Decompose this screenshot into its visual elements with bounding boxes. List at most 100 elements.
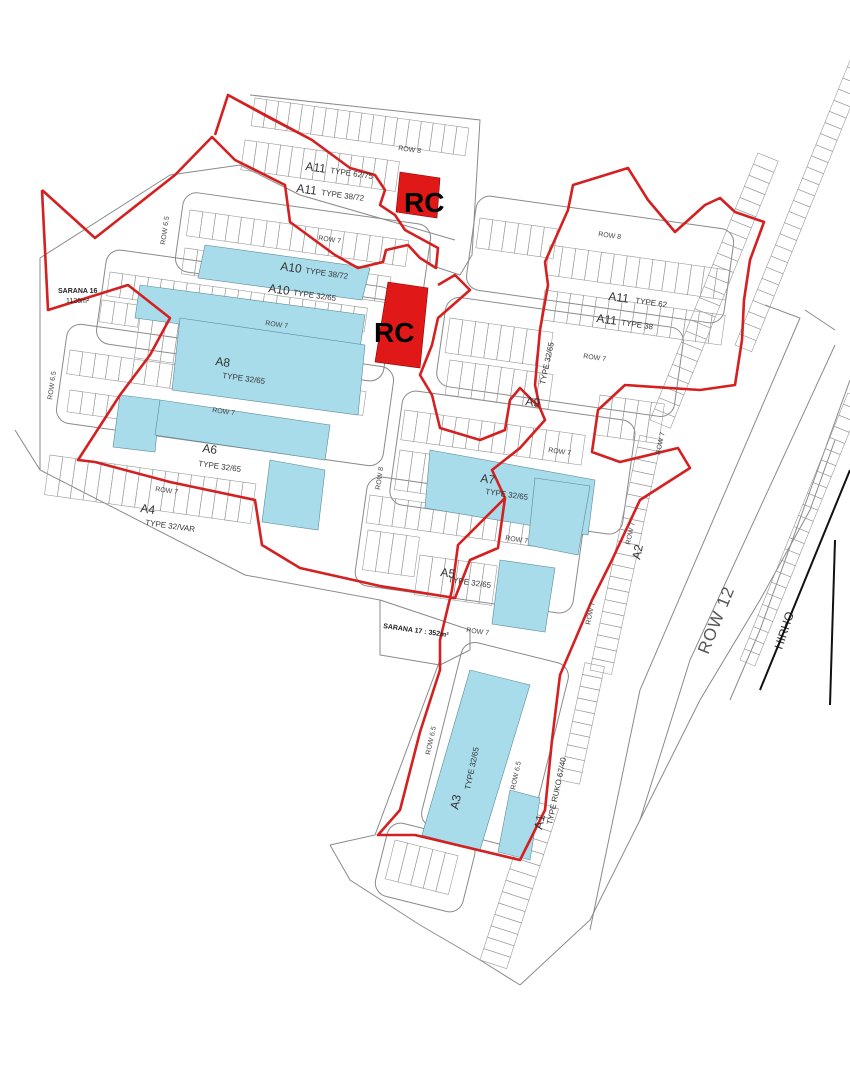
lot-cell [444,317,464,355]
lot-cell [579,674,603,691]
lot-strip [98,299,141,328]
lot-cell [198,211,217,240]
lot-cell [475,217,494,250]
lot-cell [381,116,398,147]
lot-cell [829,99,850,119]
lot-cell [369,114,387,145]
lot-cell [353,233,371,262]
lot-cell [609,253,628,286]
road-label-row7-mid: ROW 7 [548,447,572,457]
lot-cell [661,260,680,294]
lot-cell [400,409,419,442]
lot-cell [340,231,358,260]
lot-strip [739,392,850,667]
lot-strip [444,317,554,368]
lot-cell [707,313,726,346]
lot-cell [464,418,483,451]
lot-cell [410,845,434,889]
lot-strip [479,799,559,970]
highlighted-lots [112,244,596,861]
lot-cell [579,295,597,328]
lot-cell [609,564,635,582]
lot-cell [345,111,363,142]
lot-cell [79,351,97,378]
highlight-a7-b [527,477,591,556]
lot-cell [366,234,384,264]
lot-cell [526,224,545,258]
block-label-a6: A6 [202,441,219,457]
lot-cell [571,248,589,281]
lot-cell [682,309,700,342]
rc-markers: RC RC [374,187,444,348]
road-label-row7-bottom: ROW 7 [466,627,490,637]
block-label-a7: A7 [480,471,497,487]
lot-cell [604,587,630,605]
block-label-a10: A10 [280,259,303,276]
lot-cell [584,250,602,283]
lot-cell [252,141,270,174]
road-label-row12: ROW 12 [694,583,738,656]
highlight-a6-mid [154,399,331,461]
block-label-a1: A1 [531,813,548,831]
lot-cell [509,856,541,878]
lot-cell [748,626,769,645]
lot-cell [629,470,655,488]
lot-cell [237,481,257,524]
lot-cell [392,238,410,267]
type-label-a5: TYPE 32/65 [448,575,493,590]
lot-cell [66,349,84,376]
lot-strip [545,244,731,301]
lot-cell [490,913,522,935]
sarana-16-name: SARANA 16 [58,288,98,295]
lot-cell [498,891,530,912]
lot-strip [444,359,554,410]
sarana-16-area: 1126m² [66,298,90,305]
lot-cell [92,353,109,380]
lot-cell [567,732,590,750]
lot-cell [496,324,515,363]
type-label-a11-right-b: TYPE 38 [621,318,655,331]
lot-strip [649,152,779,429]
lot-cell [843,392,850,411]
lot-cell [288,146,305,179]
lot-strip [362,529,420,578]
lot-cell [333,109,351,140]
lot-strip [400,409,586,466]
road-label-row8-center: ROW 8 [375,466,385,490]
lot-strip [475,217,558,259]
lot-cell [487,925,519,947]
lot-cell [106,271,124,298]
lot-cell [440,124,458,155]
lot-strip [540,289,726,346]
block-label-a11-right: A11 [608,289,631,306]
lot-strip [734,55,850,353]
highlight-a6-left [112,394,161,453]
lot-cell [276,222,294,251]
block-label-a3: A3 [447,793,464,811]
lot-cell [429,122,446,153]
lot-cell [365,494,384,525]
lot-cell [602,599,627,617]
lot-cell [674,262,692,295]
type-label-a4: TYPE 32/VAR [145,518,196,534]
lot-cell [276,144,293,177]
lot-cell [505,868,537,890]
lot-cell [298,104,315,135]
lot-strip [186,209,410,267]
road-label-row65-a1: ROW 6.5 [510,761,523,791]
lot-cell [577,685,600,703]
lot-strip [44,454,257,524]
lot-cell [483,936,515,958]
lot-strip [240,139,400,192]
lot-cell [391,498,409,529]
rc-label-top: RC [404,187,444,218]
lot-cell [509,368,528,406]
highlight-a5 [491,559,556,633]
block-label-a2: A2 [629,543,646,561]
lot-cell [211,213,229,242]
lot-cell [838,77,850,97]
lot-cell [757,603,778,622]
lot-cell [635,257,654,290]
lot-cell [378,496,397,527]
